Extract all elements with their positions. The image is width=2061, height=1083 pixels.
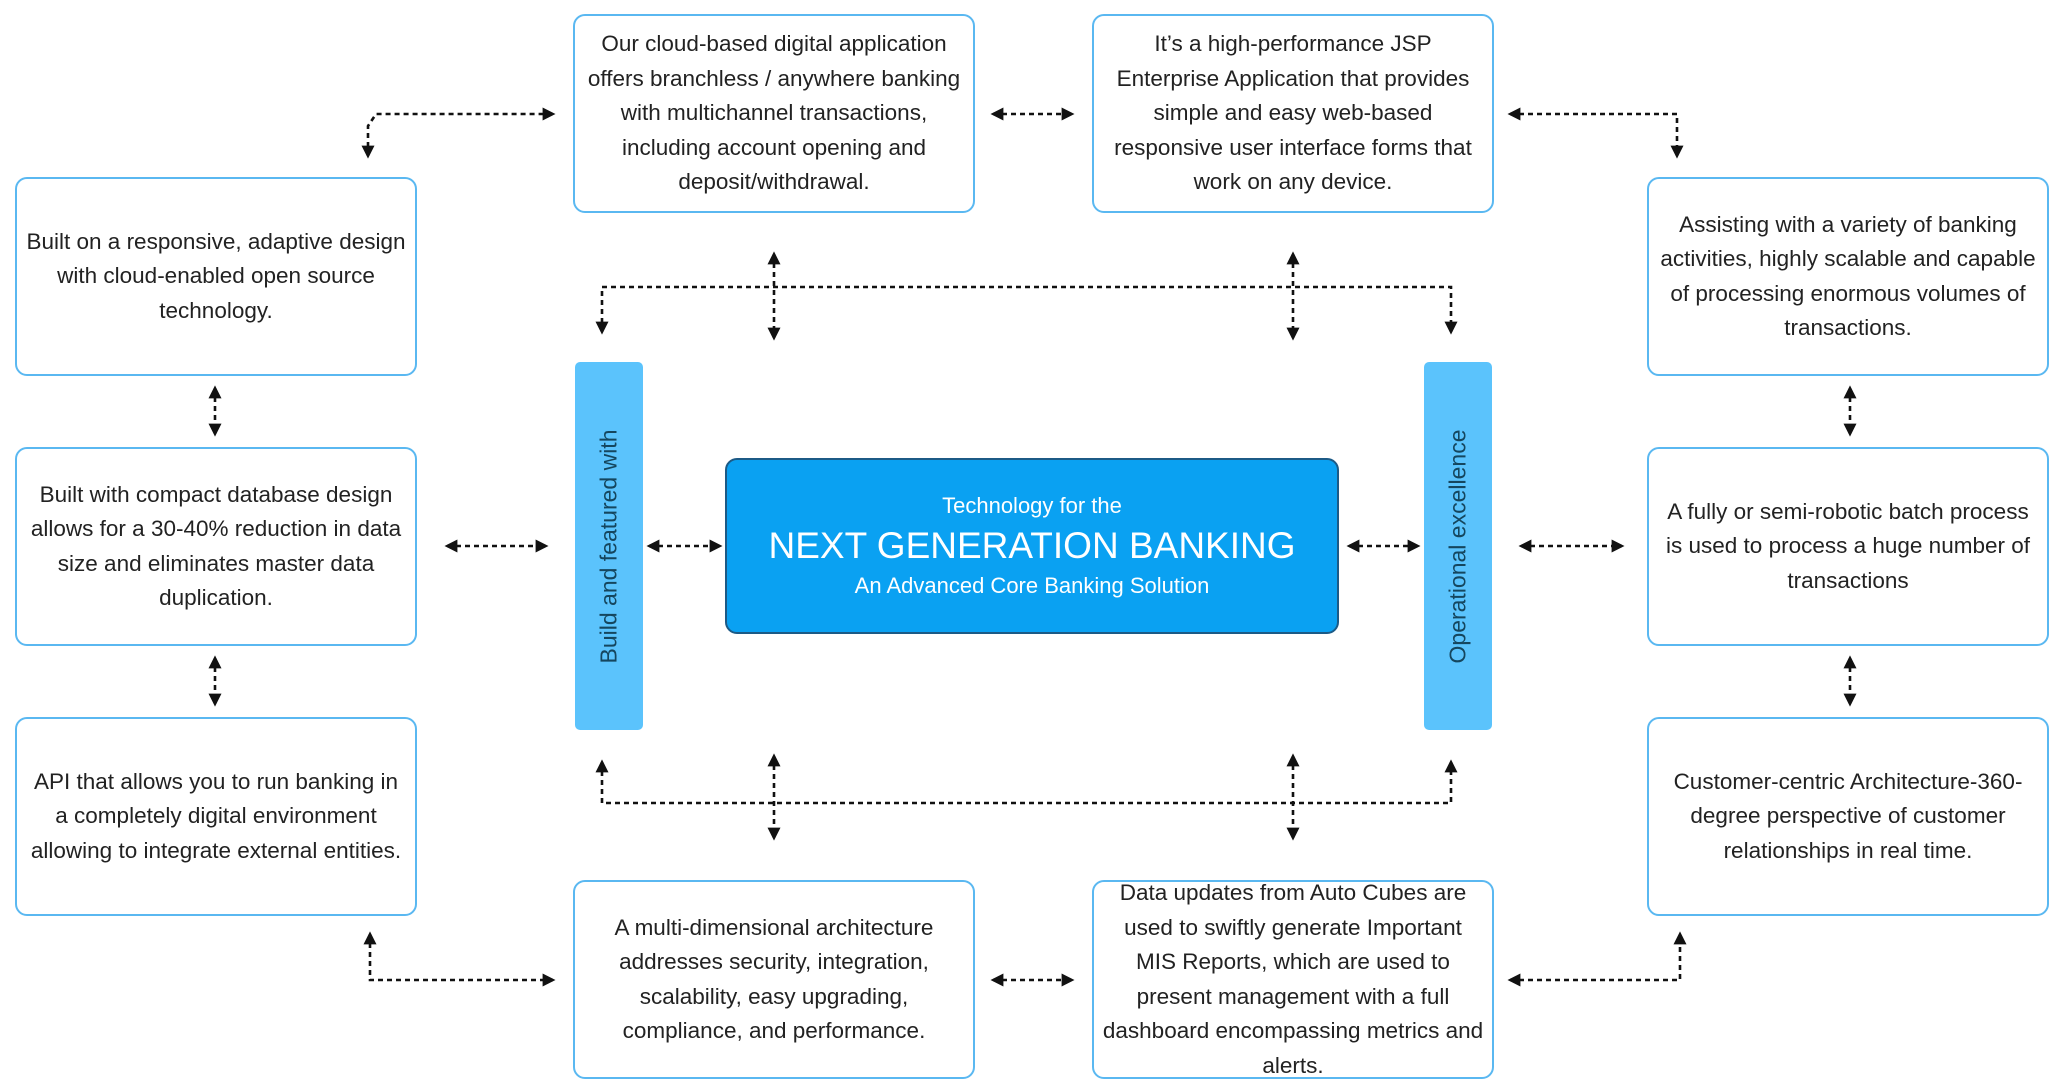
box-text: API that allows you to run banking in a … bbox=[30, 768, 402, 863]
center-title: NEXT GENERATION BANKING bbox=[768, 525, 1296, 566]
box-cloud-digital-application: Our cloud-based digital application offe… bbox=[573, 14, 975, 213]
bar-label: Build and featured with bbox=[595, 429, 622, 663]
box-text: Assisting with a variety of banking acti… bbox=[1660, 211, 2036, 341]
center-kicker: Technology for the bbox=[942, 493, 1122, 518]
bar-operational-excellence: Operational excellence bbox=[1424, 362, 1492, 730]
box-responsive-adaptive-design: Built on a responsive, adaptive design w… bbox=[15, 177, 417, 376]
connector-top-box-to-right-top bbox=[1507, 107, 1684, 159]
box-text: Our cloud-based digital application offe… bbox=[587, 31, 961, 195]
box-text: Built with compact database design allow… bbox=[30, 481, 402, 611]
box-text: A fully or semi-robotic batch process is… bbox=[1666, 498, 2030, 593]
connector-bottom-bus bbox=[595, 759, 1458, 805]
box-api-digital-environment: API that allows you to run banking in a … bbox=[15, 717, 417, 916]
box-robotic-batch-process: A fully or semi-robotic batch process is… bbox=[1647, 447, 2049, 646]
center-hub: Technology for the NEXT GENERATION BANKI… bbox=[725, 458, 1339, 634]
connector-left-bottom-to-bottom-box bbox=[363, 931, 556, 987]
connector-left-top-to-top-box bbox=[361, 107, 556, 159]
box-text: Built on a responsive, adaptive design w… bbox=[26, 228, 406, 323]
box-auto-cubes-mis-reports: Data updates from Auto Cubes are used to… bbox=[1092, 880, 1494, 1079]
bar-build-and-featured: Build and featured with bbox=[575, 362, 643, 730]
box-text: A multi-dimensional architecture address… bbox=[614, 914, 934, 1044]
box-scalable-banking-activities: Assisting with a variety of banking acti… bbox=[1647, 177, 2049, 376]
connector-bottom-box-to-right-bottom bbox=[1507, 931, 1687, 987]
connector-top-bus bbox=[595, 285, 1458, 335]
box-customer-centric-architecture: Customer-centric Architecture-360-degree… bbox=[1647, 717, 2049, 916]
box-text: It’s a high-performance JSP Enterprise A… bbox=[1114, 31, 1472, 195]
box-text: Customer-centric Architecture-360-degree… bbox=[1673, 768, 2023, 863]
bar-label: Operational excellence bbox=[1444, 429, 1471, 663]
box-compact-database-design: Built with compact database design allow… bbox=[15, 447, 417, 646]
box-jsp-enterprise-application: It’s a high-performance JSP Enterprise A… bbox=[1092, 14, 1494, 213]
center-subtitle: An Advanced Core Banking Solution bbox=[854, 573, 1210, 598]
box-multi-dimensional-architecture: A multi-dimensional architecture address… bbox=[573, 880, 975, 1079]
box-text: Data updates from Auto Cubes are used to… bbox=[1102, 880, 1484, 1078]
